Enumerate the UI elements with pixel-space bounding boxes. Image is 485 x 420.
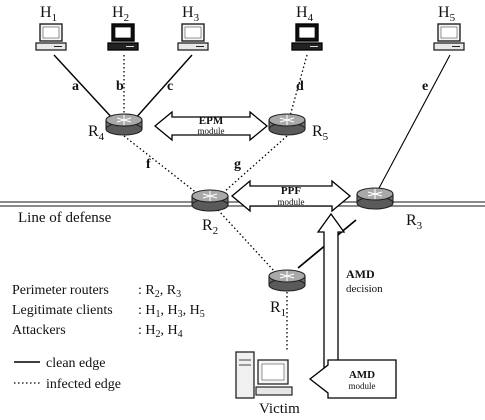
svg-text:H2: H2 — [112, 4, 129, 24]
amd-module: AMD module — [308, 359, 397, 399]
edge-a — [53, 54, 115, 121]
victim-host — [235, 351, 293, 399]
legend-legit-value: : H — [138, 303, 156, 318]
router-r4-sub: 4 — [99, 131, 105, 143]
svg-text:H3: H3 — [182, 4, 200, 24]
edge-label-c: c — [167, 79, 173, 94]
router-r3-label: R — [406, 212, 417, 229]
ppf-module: PPF module — [230, 179, 352, 213]
edge-f — [123, 135, 199, 195]
edge-e — [377, 54, 451, 191]
host-h1: H1 — [35, 4, 67, 51]
router-r4-label: R — [88, 123, 99, 140]
svg-text:H1: H1 — [40, 4, 57, 24]
svg-text:R5: R5 — [312, 123, 329, 143]
amd-title: AMD — [349, 369, 375, 381]
svg-text:: H2, H4: : H2, H4 — [138, 323, 183, 340]
epm-module: EPM module — [153, 110, 269, 142]
router-r5-sub: 5 — [323, 131, 329, 143]
host-h3: H3 — [177, 4, 209, 51]
ppf-sub: module — [278, 197, 305, 207]
edge-label-d: d — [296, 79, 304, 94]
svg-text:: H1, H3, H5: : H1, H3, H5 — [138, 303, 205, 320]
keyboard-icon — [255, 386, 293, 396]
host-h2-sub: 2 — [124, 12, 130, 24]
host-h1-sub: 1 — [52, 12, 58, 24]
legend-attackers-label: Attackers — [12, 323, 66, 338]
legend-perimeter-label: Perimeter routers — [12, 283, 109, 298]
svg-text:: R2, R3: : R2, R3 — [138, 283, 181, 300]
host-h4-label: H — [296, 4, 308, 21]
host-h5-label: H — [438, 4, 450, 21]
epm-title: EPM — [199, 115, 224, 127]
amd-decision-title: AMD — [346, 267, 375, 281]
epm-sub: module — [198, 126, 225, 136]
router-r3-sub: 3 — [417, 220, 423, 232]
router-icon — [105, 113, 143, 136]
edge-d — [289, 54, 308, 117]
host-h4-sub: 4 — [308, 12, 314, 24]
router-icon — [268, 269, 306, 292]
line-of-defense-label: Line of defense — [18, 210, 112, 226]
ppf-title: PPF — [281, 185, 301, 197]
host-h4: H4 — [291, 4, 323, 51]
host-h3-label: H — [182, 4, 194, 21]
legend: Perimeter routers : R2, R3 Legitimate cl… — [12, 283, 205, 392]
legend-clean-label: clean edge — [46, 356, 105, 371]
svg-text:H5: H5 — [438, 4, 456, 24]
host-h1-label: H — [40, 4, 52, 21]
router-r1-label: R — [270, 299, 281, 316]
host-h5: H5 — [433, 4, 465, 51]
amd-sub: module — [349, 381, 376, 391]
host-h2-label: H — [112, 4, 124, 21]
router-r1-sub: 1 — [281, 307, 287, 319]
svg-text:H4: H4 — [296, 4, 314, 24]
double-arrow-icon — [153, 110, 269, 142]
victim-label: Victim — [259, 401, 300, 417]
legend-attackers-value: : H — [138, 323, 156, 338]
pc-icon — [291, 23, 323, 51]
double-arrow-icon — [230, 179, 352, 213]
edge-label-f: f — [146, 157, 151, 172]
host-h3-sub: 3 — [194, 12, 200, 24]
legend-infected-label: infected edge — [46, 377, 121, 392]
router-r2-sub: 2 — [213, 225, 219, 237]
legend-perimeter-value: : R — [138, 283, 155, 298]
router-r5-label: R — [312, 123, 323, 140]
svg-text:R3: R3 — [406, 212, 423, 232]
router-r2-label: R — [202, 217, 213, 234]
router-r2: R2 — [191, 189, 229, 237]
left-arrow-icon — [308, 359, 397, 399]
edge-c — [133, 54, 193, 121]
pc-icon — [433, 23, 465, 51]
legend-legit-label: Legitimate clients — [12, 303, 113, 318]
svg-text:R2: R2 — [202, 217, 218, 237]
edge-label-a: a — [72, 79, 79, 94]
pc-icon — [177, 23, 209, 51]
router-r3: R3 — [356, 187, 423, 232]
edge-label-b: b — [116, 79, 124, 94]
router-icon — [356, 187, 394, 210]
amd-decision-sub: decision — [346, 283, 383, 295]
router-r1: R1 — [268, 269, 306, 319]
pc-icon — [35, 23, 67, 51]
edge-label-g: g — [234, 157, 241, 172]
host-h5-sub: 5 — [450, 12, 456, 24]
svg-text:R1: R1 — [270, 299, 286, 319]
router-icon — [191, 189, 229, 212]
edge-label-e: e — [422, 79, 428, 94]
router-icon — [268, 113, 306, 136]
svg-text:R4: R4 — [88, 123, 105, 143]
pc-icon — [107, 23, 139, 51]
edge-r2-r1 — [217, 209, 276, 273]
host-h2: H2 — [107, 4, 139, 51]
router-r5: R5 — [268, 113, 329, 143]
tower-icon — [235, 351, 255, 399]
edge-labels: a b c d e f g — [72, 79, 428, 172]
router-r4: R4 — [88, 113, 143, 143]
